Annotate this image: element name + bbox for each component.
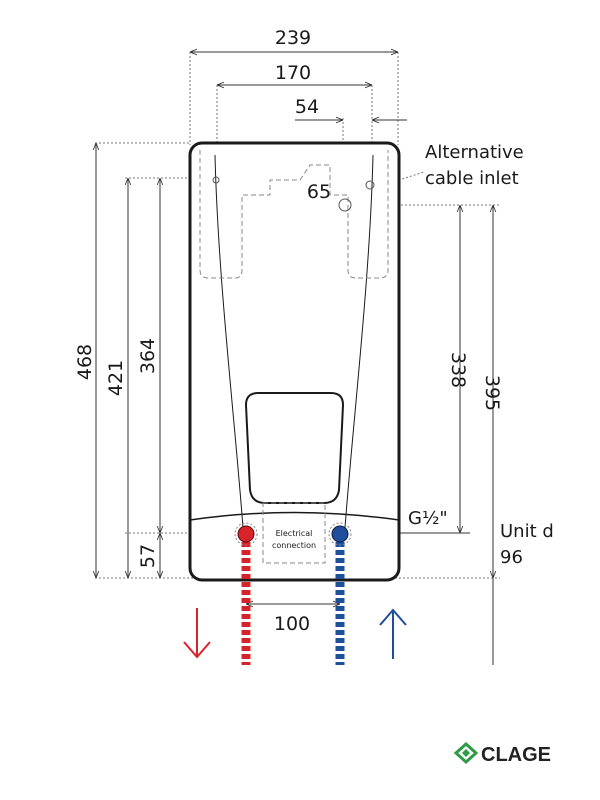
dim-height-421: 421 <box>105 360 127 396</box>
brand-name: CLAGE <box>481 744 551 766</box>
dim-height-468: 468 <box>74 344 96 380</box>
unit-label-line1: Unit d <box>500 521 554 542</box>
electrical-connection-label-line1: Electrical <box>276 529 313 538</box>
unit-label-line2: 96 <box>500 547 523 568</box>
hot-outflow-arrow-icon <box>183 608 211 659</box>
dim-width-65: 65 <box>307 181 331 203</box>
hot-connector <box>237 525 255 543</box>
alternative-cable-inlet-line1: Alternative <box>425 142 524 163</box>
dimension-lines <box>96 52 493 665</box>
dim-width-170: 170 <box>275 62 311 84</box>
thread-size-label: G½" <box>408 508 448 529</box>
electrical-connection-label-line2: connection <box>272 541 316 550</box>
hot-water-pipe <box>234 522 258 665</box>
cold-inflow-arrow-icon <box>379 608 407 659</box>
alternative-cable-inlet-line2: cable inlet <box>425 168 519 189</box>
appliance-body <box>188 141 401 582</box>
clage-logo-icon <box>453 741 479 765</box>
dim-height-338: 338 <box>447 352 469 388</box>
dim-width-239: 239 <box>275 27 311 49</box>
dim-height-395: 395 <box>481 375 503 411</box>
dim-height-57: 57 <box>137 544 159 568</box>
dim-spacing-100: 100 <box>274 613 310 635</box>
display-window <box>244 392 345 504</box>
dim-width-54: 54 <box>295 96 319 118</box>
clage-logo: CLAGE <box>453 741 551 766</box>
dim-height-364: 364 <box>137 338 159 374</box>
cold-water-pipe <box>328 522 352 665</box>
cold-connector <box>331 525 349 543</box>
